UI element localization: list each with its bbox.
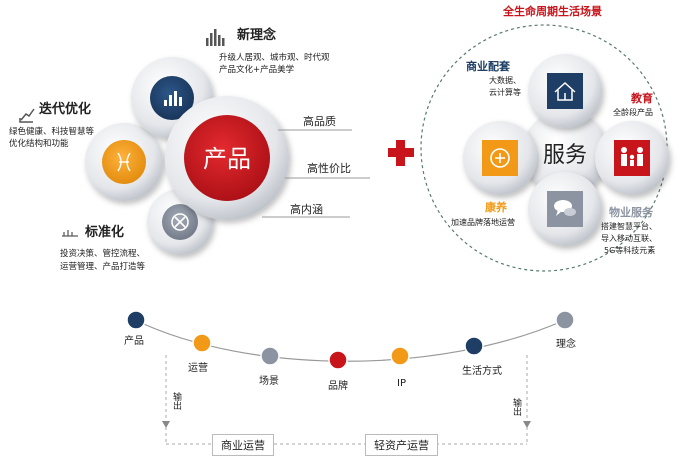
commerce-title: 商业配套 (466, 60, 510, 73)
level-icon (171, 213, 189, 231)
plus-sign (388, 140, 414, 166)
timeline-label-lifestyle: 生活方式 (462, 366, 502, 377)
iteration-title: 迭代优化 (39, 102, 92, 117)
timeline-label-concept: 理念 (556, 339, 576, 350)
education-title: 教育 (631, 92, 653, 105)
commerce-desc-2: 云计算等 (489, 88, 521, 97)
iteration-desc-1: 绿色健康、科技智慧等 (9, 127, 95, 137)
timeline-node-product (126, 310, 146, 330)
timeline-label-operation: 运营 (188, 363, 208, 374)
wellness-desc-1: 加速品牌落地运营 (451, 218, 515, 227)
timeline-label-brand: 品牌 (328, 381, 348, 392)
timeline-node-operation (192, 333, 212, 353)
commerce-tile (547, 73, 583, 109)
timeline-label-scene: 场景 (259, 376, 279, 387)
commercial-operation-box: 商业运营 (212, 434, 274, 456)
timeline-label-product: 产品 (124, 336, 144, 347)
commerce-desc-1: 大数据、 (489, 76, 521, 85)
standardization-title: 标准化 (85, 225, 125, 240)
product-cluster: 产品 (19, 29, 370, 255)
standardization-desc-1: 投资决策、管控流程、 (60, 249, 146, 259)
property-desc-2: 导入移动互联、 (601, 234, 657, 243)
education-desc-1: 全龄段产品 (613, 108, 653, 117)
output-arrows (162, 421, 531, 428)
attribute-value: 高性价比 (307, 162, 351, 175)
timeline-nodes (126, 310, 575, 370)
property-desc-1: 搭建智慧平台、 (601, 222, 657, 231)
chart-icon (164, 91, 182, 106)
product-core (184, 115, 270, 201)
timeline-node-scene (260, 346, 280, 366)
attribute-quality: 高品质 (303, 115, 336, 128)
light-asset-operation-box: 轻资产运营 (365, 434, 438, 456)
output-left-label: 输出 (171, 392, 181, 410)
timeline-node-concept (555, 310, 575, 330)
timeline-node-brand (328, 350, 348, 370)
leaf-icon (117, 152, 131, 172)
rising-line-icon (19, 108, 35, 123)
service-cluster: 服务 (420, 24, 669, 272)
family-icon (621, 147, 643, 166)
property-title: 物业服务 (609, 206, 653, 219)
level-bar-icon (62, 230, 78, 237)
product-center-label: 产品 (203, 145, 251, 173)
timeline-node-lifestyle (464, 336, 484, 356)
chat-icon (554, 200, 576, 216)
concept-desc-2: 产品文化+产品美学 (219, 65, 295, 75)
service-main-circle (522, 110, 608, 196)
wellness-title: 康养 (485, 201, 507, 214)
home-icon (554, 81, 576, 101)
plus-circle-icon (490, 148, 510, 168)
concept-title: 新理念 (237, 28, 277, 43)
timeline-label-ip: IP (397, 378, 406, 389)
concept-desc-1: 升级人居观、城市观、时代观 (219, 53, 330, 63)
bar-chart-icon (206, 29, 225, 46)
iteration-desc-2: 优化结构和功能 (9, 139, 69, 149)
standardization-desc-2: 运营管理、产品打造等 (60, 262, 146, 272)
service-center-label: 服务 (543, 143, 587, 168)
timeline-node-ip (390, 346, 410, 366)
output-right-label: 输出 (511, 398, 521, 416)
attribute-depth: 高内涵 (290, 203, 323, 216)
lifecycle-title: 全生命周期生活场景 (503, 5, 602, 18)
property-desc-3: 5G等科技元素 (604, 246, 656, 255)
